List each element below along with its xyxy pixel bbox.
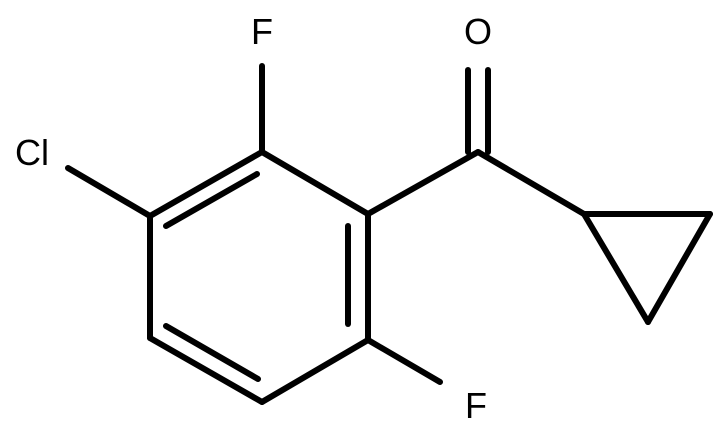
atom-label-fluorine-top: F [251, 11, 273, 52]
atom-label-chlorine: Cl [15, 132, 49, 173]
atom-label-oxygen: O [464, 11, 492, 52]
ring-bond-c3-c4 [147, 335, 265, 405]
bond-c2-chlorine [65, 165, 153, 219]
bond-carbonyl-cyclopropyl [475, 149, 587, 217]
bond-c6-carbonyl [365, 149, 481, 217]
benzene-ring [147, 149, 371, 405]
ring-double-bond-inner-2 [163, 323, 261, 382]
bond-c5-fluorine [365, 337, 443, 385]
ring-double-bond-inner-1 [163, 171, 260, 229]
ring-bond-c4-c5 [259, 337, 371, 405]
cyclopropyl-ring [581, 211, 713, 325]
ring-bond-c1-c2 [147, 149, 265, 219]
cyclopropyl-bond-3 [581, 211, 651, 325]
atom-label-fluorine-bottom: F [465, 385, 487, 426]
ring-bond-c6-c1 [259, 149, 371, 217]
cyclopropyl-bond-2 [645, 211, 713, 325]
